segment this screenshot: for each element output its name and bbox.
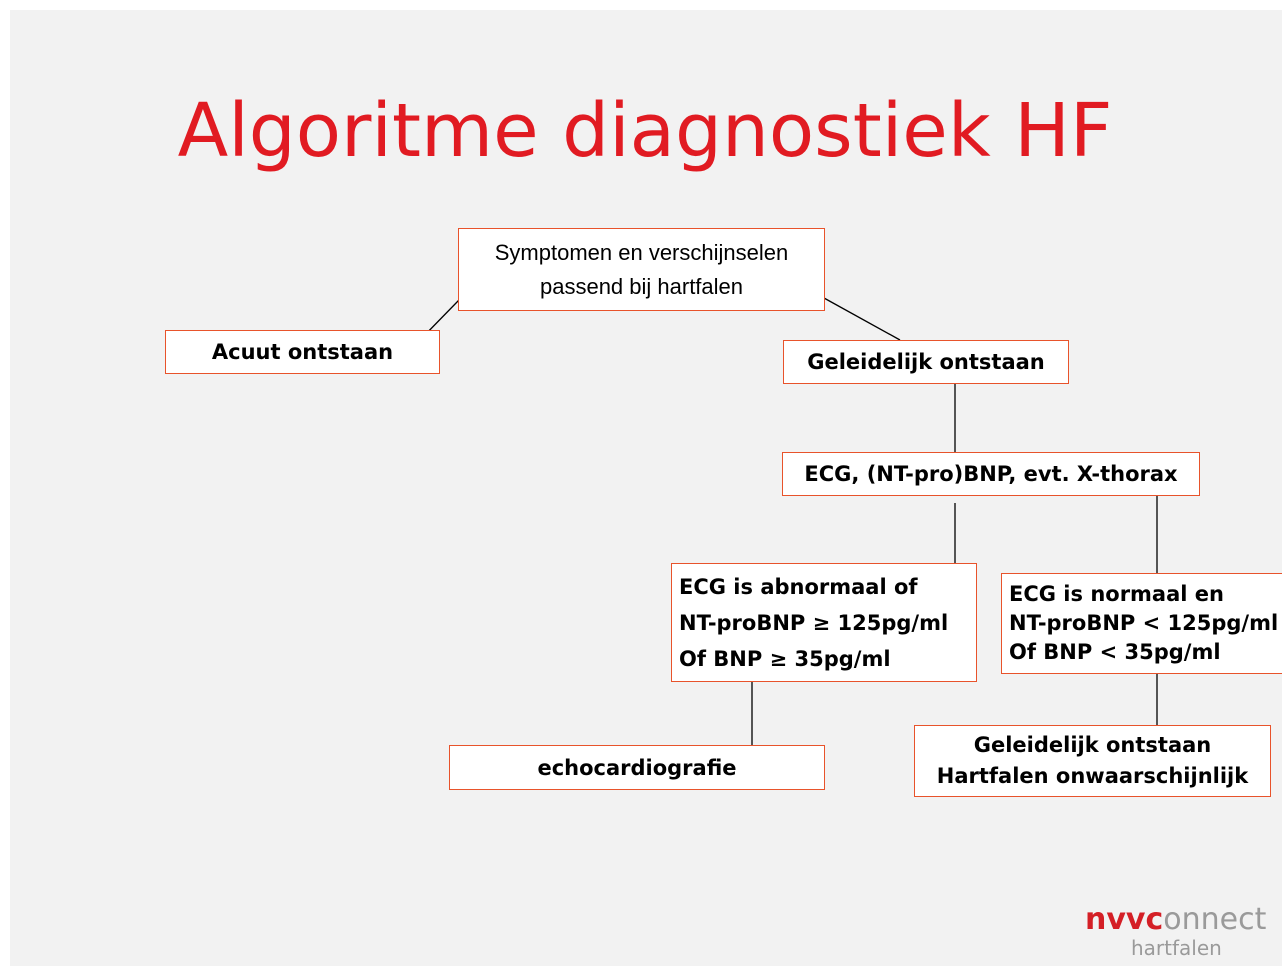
node-normal-line-3: Of BNP < 35pg/ml (1009, 640, 1221, 664)
logo-brand-red: nvvc (1085, 902, 1164, 937)
connector-symptoms-gradual (823, 297, 901, 341)
node-normal-line-1: ECG is normaal en (1009, 582, 1224, 606)
node-gradual: Geleidelijk ontstaan (783, 340, 1069, 384)
node-symptoms: Symptomen en verschijnselen passend bij … (458, 228, 825, 311)
logo-subtitle: hartfalen (1131, 936, 1222, 960)
logo-brand-grey: onnect (1163, 902, 1267, 937)
node-normal-line-2: NT-proBNP < 125pg/ml (1009, 611, 1279, 635)
node-acute: Acuut ontstaan (165, 330, 440, 374)
node-symptoms-line-1: Symptomen en verschijnselen (494, 239, 789, 265)
node-unlikely-line-1: Geleidelijk ontstaan (973, 733, 1212, 757)
slide-title: Algoritme diagnostiek HF (177, 88, 1113, 174)
nvvc-connect-logo: nvvconnect hartfalen (1085, 902, 1275, 962)
logo-wordmark: nvvconnect (1085, 902, 1266, 938)
node-abnormal: ECG is abnormaal of NT-proBNP ≥ 125pg/ml… (671, 563, 977, 682)
node-abnormal-line-3: Of BNP ≥ 35pg/ml (679, 646, 891, 671)
node-normal: ECG is normaal en NT-proBNP < 125pg/ml O… (1001, 573, 1282, 674)
node-tests-label: ECG, (NT-pro)BNP, evt. X-thorax (804, 462, 1178, 486)
node-acute-label: Acuut ontstaan (211, 340, 394, 364)
node-tests: ECG, (NT-pro)BNP, evt. X-thorax (782, 452, 1200, 496)
node-gradual-label: Geleidelijk ontstaan (807, 350, 1045, 374)
node-abnormal-line-1: ECG is abnormaal of (679, 574, 918, 599)
node-symptoms-line-2: passend bij hartfalen (539, 273, 744, 299)
node-unlikely-line-2: Hartfalen onwaarschijnlijk (936, 764, 1249, 788)
node-abnormal-line-2: NT-proBNP ≥ 125pg/ml (679, 610, 949, 635)
node-echo-label: echocardiografie (537, 755, 737, 780)
node-echo: echocardiografie (449, 745, 825, 790)
node-unlikely: Geleidelijk ontstaan Hartfalen onwaarsch… (914, 725, 1271, 797)
